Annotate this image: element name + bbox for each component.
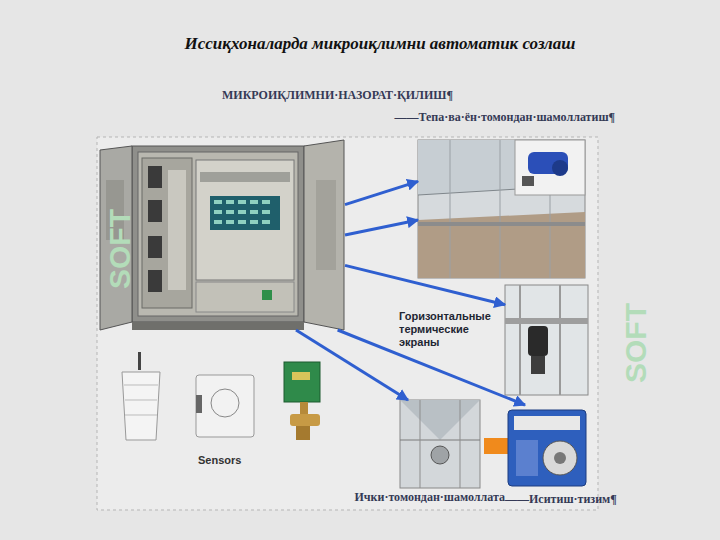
heater-unit (484, 410, 586, 486)
node-label: Sensors (198, 454, 241, 466)
sensors-photo (122, 352, 320, 440)
connector-arrow (296, 330, 408, 400)
node-label: ——Тепа·ва·ён·томондан·шамоллатиш¶ (395, 110, 616, 125)
thermal-screen-node: Горизонтальные термические экраны (505, 285, 588, 395)
connector-arrow (345, 265, 505, 304)
ventilation-photo (418, 140, 585, 278)
sensors-node: Sensors (110, 350, 350, 475)
connector-arrow (345, 220, 418, 235)
inner-ventilation-node: Ички·томондан·шамоллата (400, 400, 480, 488)
diagram-title: Иссиқхоналарда микроиқлимни автоматик со… (140, 34, 620, 54)
heating-node: ——Иситиш·тизим¶ (490, 405, 590, 490)
frame (97, 137, 598, 510)
controller-node: МИКРОИҚЛИМНИ·НАЗОРАТ·ҚИЛИШ¶ (100, 140, 345, 330)
watermark: SOFT (619, 303, 653, 383)
ventilation-node: ——Тепа·ва·ён·томондан·шамоллатиш¶ (418, 140, 585, 278)
node-label: Ички·томондан·шамоллата (354, 490, 505, 505)
control-cabinet (100, 140, 344, 330)
connector-arrow (345, 181, 418, 204)
node-label: МИКРОИҚЛИМНИ·НАЗОРАТ·ҚИЛИШ¶ (222, 88, 453, 103)
node-label: Горизонтальные термические экраны (399, 310, 499, 349)
node-label: ——Иситиш·тизим¶ (505, 492, 617, 507)
inner-ventilation-photo (400, 400, 480, 488)
thermal-screen-photo (505, 285, 588, 395)
watermark: SOFT (103, 209, 137, 289)
